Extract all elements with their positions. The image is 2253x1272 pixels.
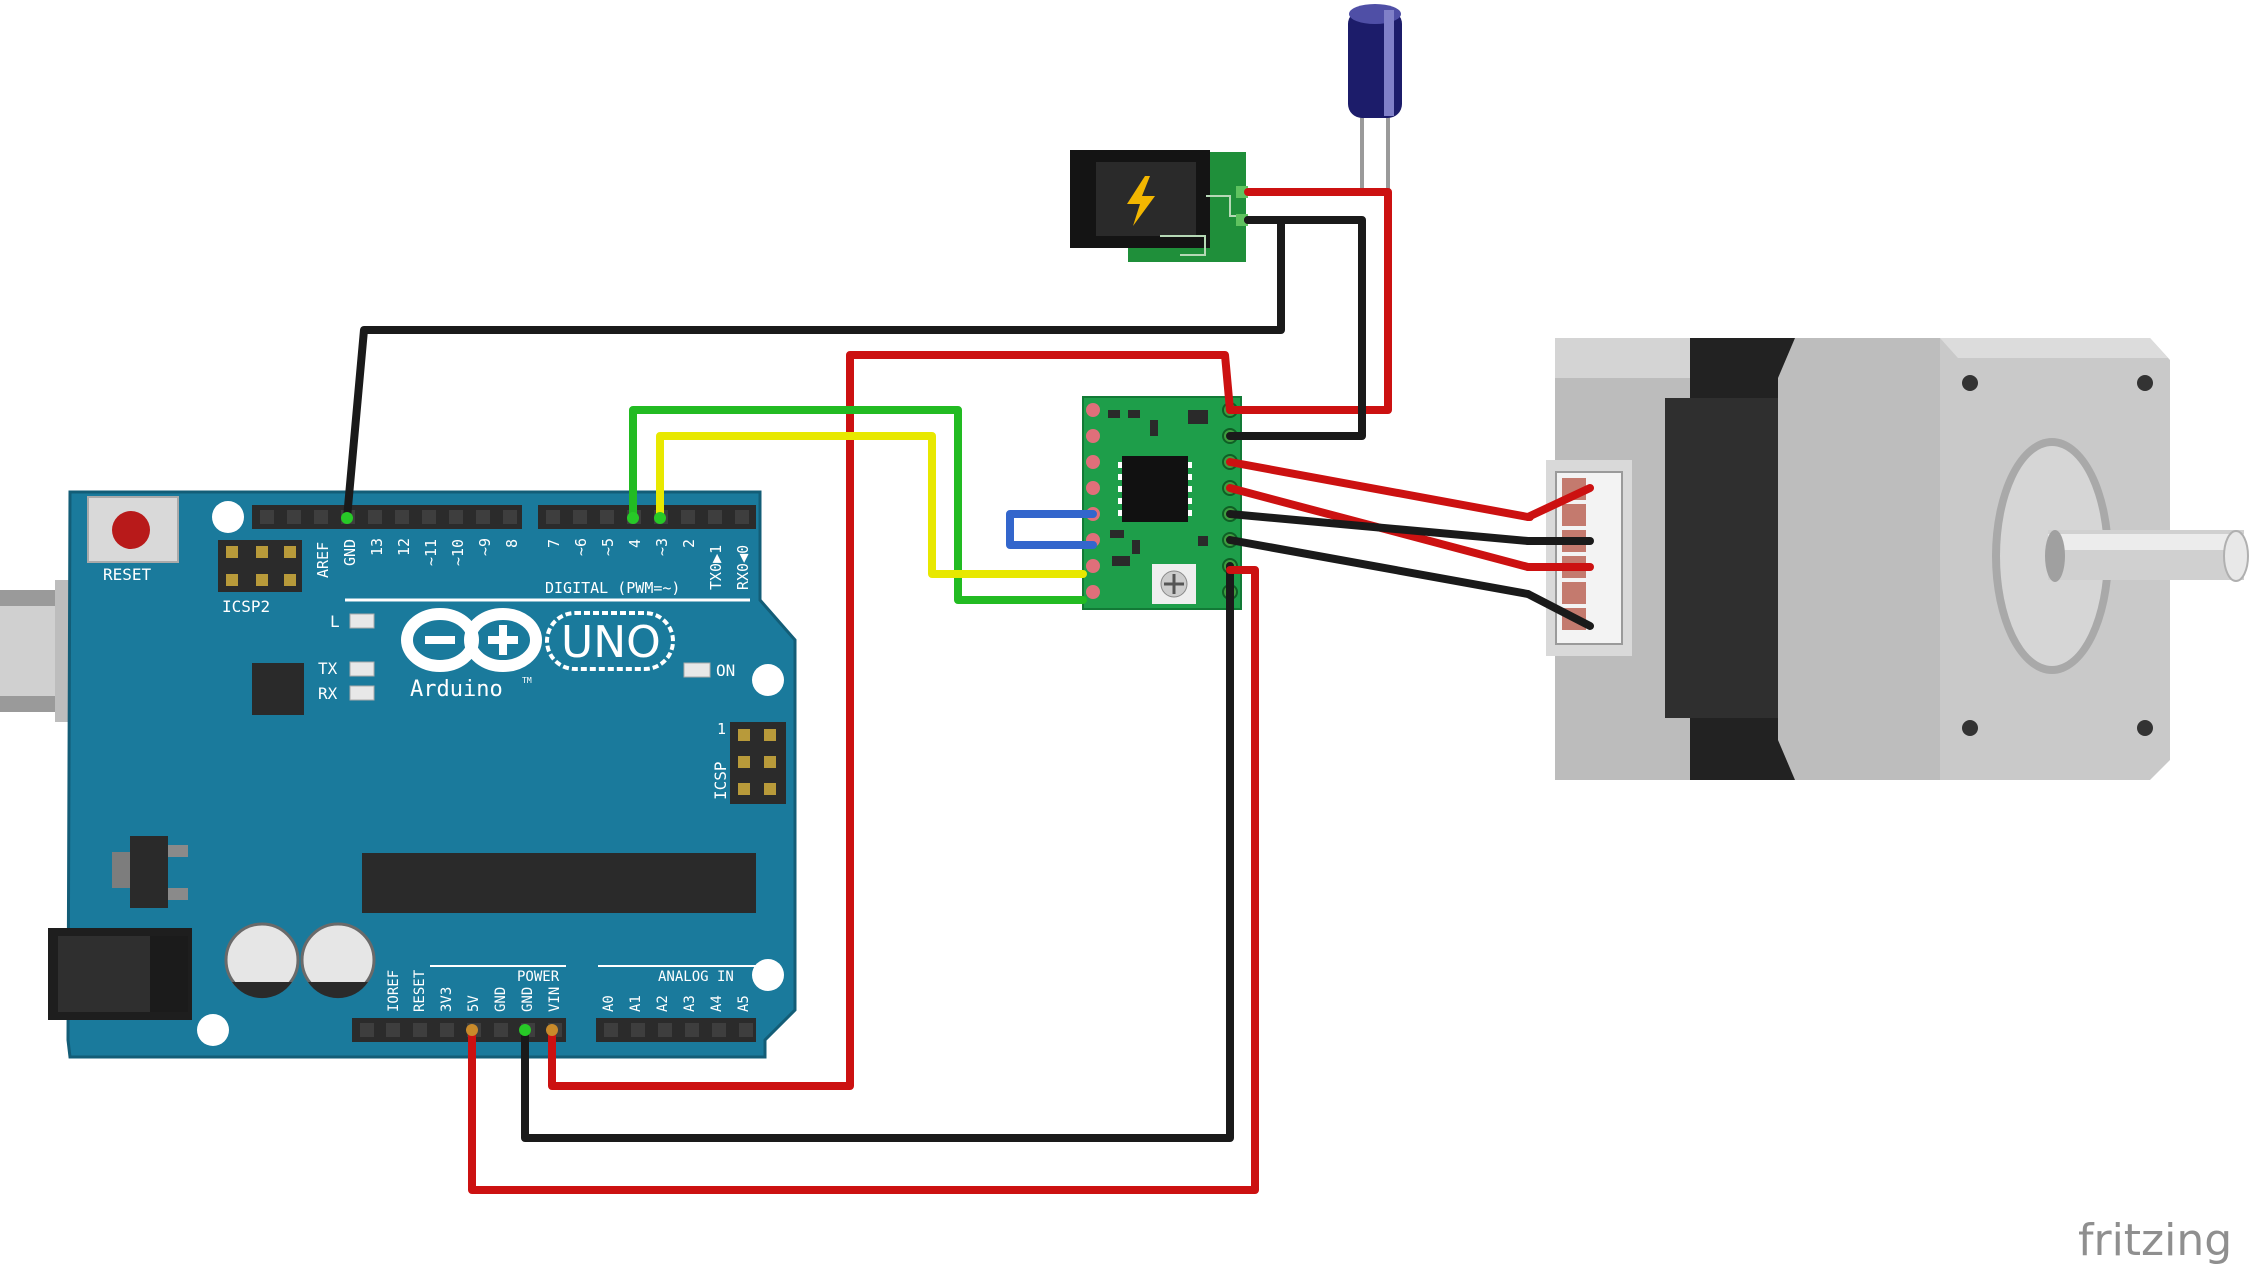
- pin-label: 5V: [466, 995, 482, 1012]
- pin-label: GND: [520, 987, 536, 1012]
- wires: [343, 188, 1594, 1194]
- led-tx: [349, 661, 375, 677]
- motor-mount-hole: [2137, 375, 2153, 391]
- motor-lead: [1524, 590, 1594, 630]
- bottom-pin-labels-analog: A0 A1 A2 A3 A4 A5: [601, 995, 752, 1012]
- pin-label: 2: [680, 539, 698, 548]
- voltage-regulator: [112, 836, 188, 908]
- pin-label: GND: [493, 987, 509, 1012]
- pin-label: ~5: [599, 538, 617, 556]
- wire-step: [629, 406, 1087, 604]
- pin-label: A1: [628, 995, 644, 1012]
- digital-label: DIGITAL (PWM=~): [545, 579, 680, 597]
- top-pin-labels-left: AREF GND 13 12 ~11 ~10 ~9 8: [314, 538, 521, 578]
- wire-reset-sleep: [1006, 510, 1097, 549]
- reset-label: RESET: [103, 565, 152, 584]
- icsp-header: [730, 722, 786, 804]
- lightning-icon: [1127, 176, 1155, 226]
- arduino-logo: [401, 608, 675, 672]
- mounting-hole: [197, 1014, 229, 1046]
- led-on: [683, 662, 711, 678]
- led-rx: [349, 685, 375, 701]
- motor-mount-hole: [1962, 720, 1978, 736]
- motor-mount-hole: [1962, 375, 1978, 391]
- wire-endpoints: [341, 512, 666, 1036]
- pin-label: ~10: [449, 539, 467, 566]
- potentiometer[interactable]: [1152, 564, 1196, 604]
- mounting-hole: [752, 664, 784, 696]
- mounting-hole: [212, 501, 244, 533]
- header-digital-high: [252, 505, 522, 529]
- pin-label: A3: [682, 995, 698, 1012]
- wire-logic-vdd: [468, 566, 1259, 1194]
- wire-logic-gnd: [521, 562, 1234, 1142]
- wire-coil-a1: [1226, 458, 1534, 521]
- arduino-uno-board: RESET ICSP2: [0, 490, 797, 1059]
- pin-label: ~11: [422, 539, 440, 566]
- wire-dir: [656, 432, 1087, 578]
- motor-mount-hole: [2137, 720, 2153, 736]
- analog-label: ANALOG IN: [658, 969, 734, 985]
- motor-shaft: [2045, 530, 2249, 582]
- icsp2-header: [218, 540, 302, 592]
- led-tx-label: TX: [318, 659, 338, 678]
- pin-label: ~9: [476, 538, 494, 556]
- header-power: [352, 1018, 566, 1042]
- pin-label: VIN: [547, 987, 563, 1012]
- pin-label: TX0▶1: [707, 545, 725, 590]
- logo-tm: TM: [522, 676, 532, 685]
- led-on-label: ON: [716, 661, 735, 680]
- mounting-hole: [752, 959, 784, 991]
- bottom-pin-labels-power: IOREF RESET 3V3 5V GND GND VIN: [386, 969, 563, 1012]
- pin-label: 13: [368, 538, 386, 556]
- icsp-label: ICSP: [711, 761, 730, 800]
- header-digital-low: [538, 505, 756, 529]
- pin-label: RX0◀0: [734, 545, 752, 590]
- pin-label: A5: [736, 995, 752, 1012]
- capacitor-right: [300, 922, 376, 999]
- wire-red-loop: [548, 351, 1234, 1090]
- logo-arduino-text: Arduino: [410, 677, 503, 702]
- pin-label: RESET: [412, 969, 428, 1012]
- wire-motor-gnd: [1226, 216, 1366, 440]
- pin-label: 3V3: [439, 987, 455, 1012]
- icsp-pin1-label: 1: [717, 720, 726, 738]
- pin-label: 4: [626, 539, 644, 548]
- dc-jack-module: [1070, 150, 1248, 262]
- pin-label: A4: [709, 995, 725, 1012]
- stepper-driver-board: [1082, 396, 1242, 610]
- dc-power-jack: [48, 928, 192, 1020]
- pin-label: ~3: [653, 538, 671, 556]
- pin-label: IOREF: [386, 970, 402, 1012]
- pin-label: GND: [341, 539, 359, 566]
- power-label: POWER: [517, 969, 560, 985]
- driver-chip: [1122, 456, 1188, 522]
- pin-label: A2: [655, 995, 671, 1012]
- wire-coil-b2: [1226, 536, 1532, 598]
- capacitor-left: [224, 922, 300, 999]
- logo-uno-text: UNO: [561, 617, 661, 668]
- pin-label: 12: [395, 538, 413, 556]
- wire-vmot: [1226, 188, 1392, 414]
- motor-lead: [1524, 484, 1594, 521]
- header-analog: [596, 1018, 756, 1042]
- pin-label: A0: [601, 995, 617, 1012]
- fritzing-watermark: fritzing: [2078, 1215, 2232, 1266]
- pin-label: AREF: [314, 542, 332, 578]
- led-l-label: L: [330, 612, 340, 631]
- pin-label: ~6: [572, 538, 590, 556]
- top-pin-labels-right: 7 ~6 ~5 4 ~3 2 TX0▶1 RX0◀0: [545, 538, 752, 590]
- stepper-motor: [1546, 338, 2249, 780]
- electrolytic-capacitor: [1348, 4, 1402, 192]
- pin-label: 8: [503, 539, 521, 548]
- icsp2-label: ICSP2: [222, 597, 270, 616]
- led-l: [349, 613, 375, 629]
- atmega-chip: [362, 853, 756, 913]
- wire-coil-b1: [1226, 510, 1532, 545]
- pin-label: 7: [545, 539, 563, 548]
- reset-button[interactable]: [87, 496, 179, 563]
- usb-chip: [252, 663, 304, 715]
- led-rx-label: RX: [318, 684, 338, 703]
